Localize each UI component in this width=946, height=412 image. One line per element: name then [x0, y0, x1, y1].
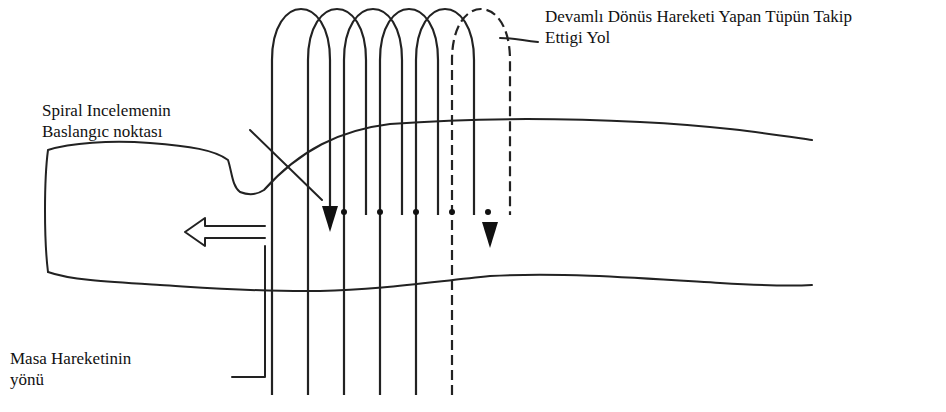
- arrowhead: [322, 206, 338, 232]
- tube-path-loop: [452, 9, 510, 395]
- patient-outline: [48, 272, 812, 291]
- tube-path-loop: [416, 9, 474, 395]
- sample-dot: [341, 209, 347, 215]
- tube-path-loop: [308, 9, 366, 395]
- tube-path-loop: [380, 9, 438, 395]
- leader-line: [250, 130, 322, 200]
- table-direction-label: Masa Hareketinin yönü: [10, 348, 160, 390]
- table-direction-arrow: [185, 218, 265, 246]
- tube-path-loop: [344, 9, 402, 395]
- sample-dot: [413, 209, 419, 215]
- arrowhead: [482, 222, 498, 248]
- sample-dot: [485, 209, 491, 215]
- sample-dot: [449, 209, 455, 215]
- tube-path-loop: [272, 9, 330, 395]
- sample-dot: [377, 209, 383, 215]
- patient-outline: [45, 119, 812, 272]
- tube-path-label: Devamlı Dönüs Hareketi Yapan Tüpün Takip…: [545, 6, 865, 48]
- start-point-label: Spiral Incelemenin Baslangıc noktası: [42, 100, 227, 142]
- leader-line: [232, 246, 265, 377]
- leader-line: [500, 38, 538, 42]
